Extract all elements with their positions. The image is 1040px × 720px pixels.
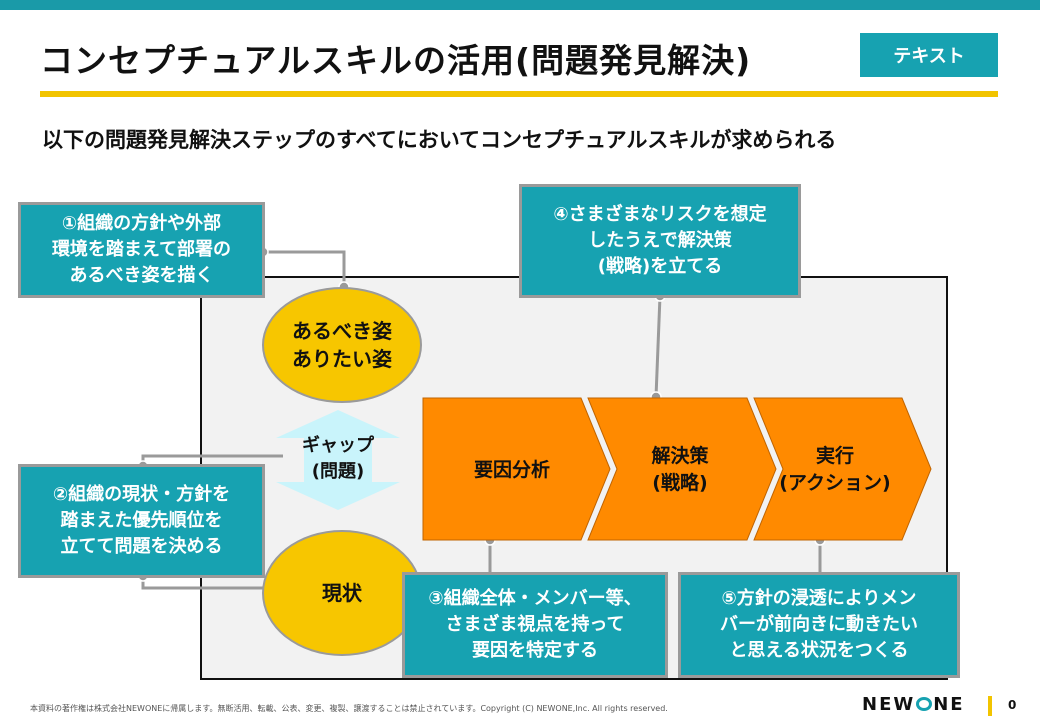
callout-priority-setting: ②組織の現状・方針を 踏まえた優先順位を 立てて問題を決める (18, 464, 265, 578)
step-solution-shape (587, 397, 777, 541)
ideal-state-label: あるべき姿 ありたい姿 (292, 319, 392, 371)
text-tag-badge: テキスト (860, 33, 998, 77)
page-title: コンセプチュアルスキルの活用(問題発見解決) (40, 41, 752, 80)
page-number: 0 (1008, 698, 1017, 712)
logo-ring-icon (916, 697, 933, 711)
step-action-shape (753, 397, 932, 541)
page-subtitle: 以下の問題発見解決ステップのすべてにおいてコンセプチュアルスキルが求められる (42, 128, 837, 152)
gap-label: ギャップ (問題) (302, 435, 374, 482)
callout-execution: ⑤方針の浸透によりメン バーが前向きに動きたい と思える状況をつくる (678, 572, 960, 678)
connector-c4 (654, 295, 662, 398)
callout-ideal-vision: ①組織の方針や外部 環境を踏まえて部署の あるべき姿を描く (18, 202, 265, 298)
logo-divider (988, 696, 992, 716)
current-state-label: 現状 (322, 581, 362, 605)
ideal-state-ellipse: あるべき姿 ありたい姿 (262, 287, 422, 403)
current-state-ellipse: 現状 (262, 530, 422, 656)
step-analysis: 要因分析 (473, 458, 550, 481)
step-action: 実行 (アクション) (779, 445, 891, 494)
step-analysis-shape (422, 397, 611, 541)
callout-root-cause: ③組織全体・メンバー等、 さまざま視点を持って 要因を特定する (402, 572, 668, 678)
title-underline (40, 91, 998, 97)
step-solution: 解決策 (戦略) (651, 445, 709, 494)
copyright-notice: 本資料の著作権は株式会社NEWONEに帰属します。無断活用、転載、公表、変更、複… (30, 704, 668, 713)
top-accent-bar (0, 0, 1040, 10)
connector-c1 (263, 250, 346, 287)
callout-strategy: ④さまざまなリスクを想定 したうえで解決策 (戦略)を立てる (519, 184, 801, 298)
